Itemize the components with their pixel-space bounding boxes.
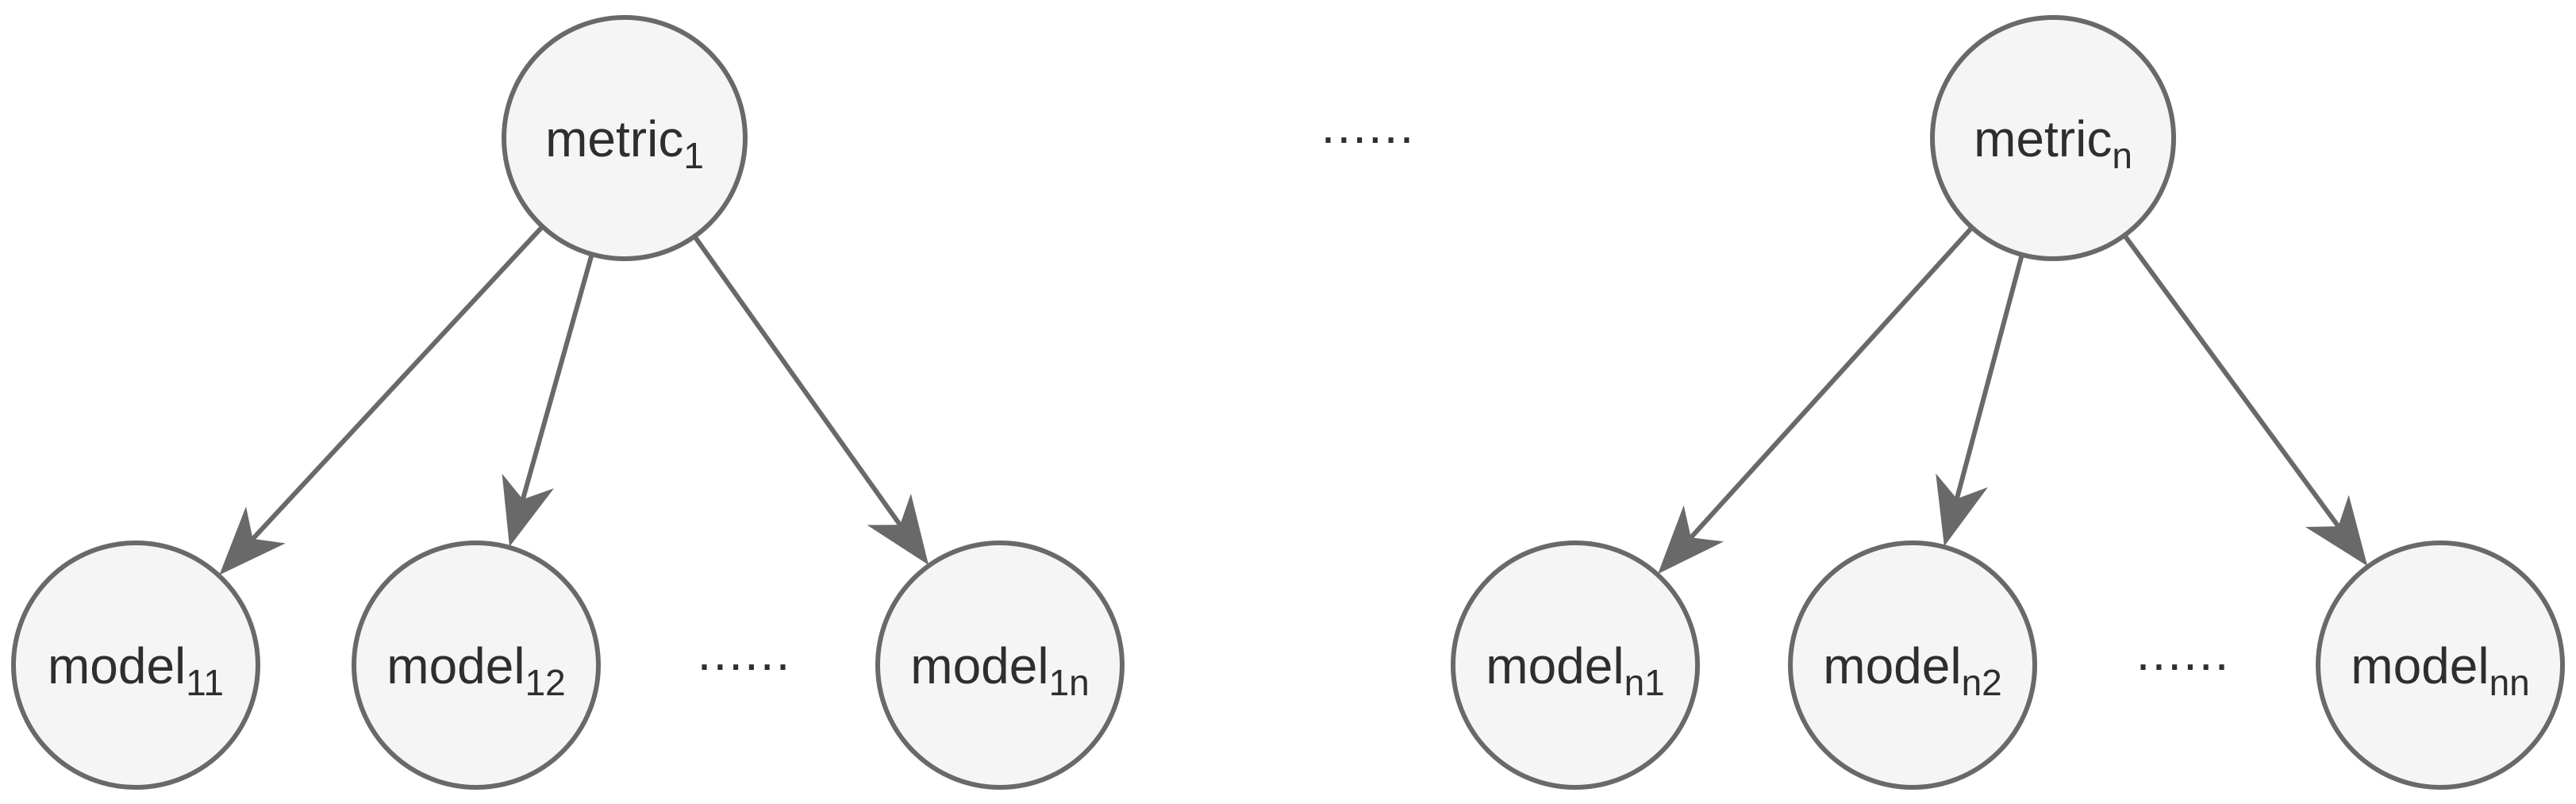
graph-node-model-nn[interactable]: modelnn bbox=[2316, 540, 2565, 790]
graph-node-model-n1[interactable]: modeln1 bbox=[1451, 540, 1700, 790]
node-label: metricn bbox=[1974, 110, 2132, 176]
graph-node-model-12[interactable]: model12 bbox=[352, 540, 601, 790]
nodes-layer: metric1 metricn model11 model12 model1n model… bbox=[11, 15, 2565, 790]
node-label-subscript: 12 bbox=[525, 662, 566, 703]
node-label: modelnn bbox=[2351, 637, 2529, 703]
edge-arrowhead-icon bbox=[502, 473, 555, 547]
edge-arrowhead-icon bbox=[2305, 494, 2368, 567]
graph-edge bbox=[502, 254, 594, 547]
edge-line bbox=[1954, 255, 2024, 500]
node-label: modeln1 bbox=[1486, 637, 1664, 703]
graph-node-model-11[interactable]: model11 bbox=[11, 540, 260, 790]
node-label-subscript: 1 bbox=[683, 135, 704, 176]
node-circle[interactable] bbox=[1451, 540, 1700, 790]
node-circle[interactable] bbox=[352, 540, 601, 790]
edge-arrowhead-icon bbox=[219, 506, 286, 575]
edges-layer bbox=[219, 225, 2368, 575]
graph-node-metric-1[interactable]: metric1 bbox=[502, 15, 748, 261]
edge-arrowhead-icon bbox=[1936, 473, 1988, 547]
ellipsis-models-n-label: ...... bbox=[2136, 624, 2231, 681]
node-label: modeln2 bbox=[1823, 637, 2001, 703]
edge-arrowhead-icon bbox=[1658, 505, 1724, 575]
node-label-subscript: nn bbox=[2489, 662, 2530, 703]
node-label-subscript: 1n bbox=[1049, 662, 1090, 703]
graph-node-model-n2[interactable]: modeln2 bbox=[1788, 540, 2037, 790]
node-circle[interactable] bbox=[875, 540, 1125, 790]
node-label-subscript: n2 bbox=[1962, 662, 2002, 703]
graph-edge bbox=[1658, 226, 1974, 575]
node-label-subscript: 11 bbox=[186, 662, 224, 703]
node-label: model12 bbox=[386, 637, 565, 703]
graph-edge bbox=[2123, 234, 2368, 567]
graph-edge bbox=[219, 225, 544, 575]
edge-arrowhead-icon bbox=[867, 493, 929, 565]
graph-node-metric-n[interactable]: metricn bbox=[1930, 15, 2176, 261]
graph-node-model-1n[interactable]: model1n bbox=[875, 540, 1125, 790]
node-circle[interactable] bbox=[1788, 540, 2037, 790]
ellipsis-metrics-label: ...... bbox=[1321, 97, 1416, 154]
node-label: metric1 bbox=[545, 110, 704, 176]
node-circle[interactable] bbox=[502, 15, 748, 261]
node-circle[interactable] bbox=[1930, 15, 2176, 261]
node-circle[interactable] bbox=[2316, 540, 2565, 790]
node-circle[interactable] bbox=[11, 540, 260, 790]
ellipsis-models-1-label: ...... bbox=[698, 624, 792, 681]
edge-line bbox=[693, 235, 902, 527]
edge-line bbox=[1689, 226, 1974, 540]
node-label: model1n bbox=[910, 637, 1089, 703]
edge-line bbox=[520, 254, 594, 500]
node-label: model11 bbox=[48, 637, 224, 703]
edge-line bbox=[251, 225, 544, 540]
node-label-subscript: n1 bbox=[1624, 662, 1665, 703]
node-label-subscript: n bbox=[2112, 135, 2132, 176]
graph-edge bbox=[1936, 255, 2024, 547]
ellipses-layer: .................. bbox=[698, 97, 2231, 681]
graph-edge bbox=[693, 235, 929, 565]
edge-line bbox=[2123, 234, 2340, 528]
